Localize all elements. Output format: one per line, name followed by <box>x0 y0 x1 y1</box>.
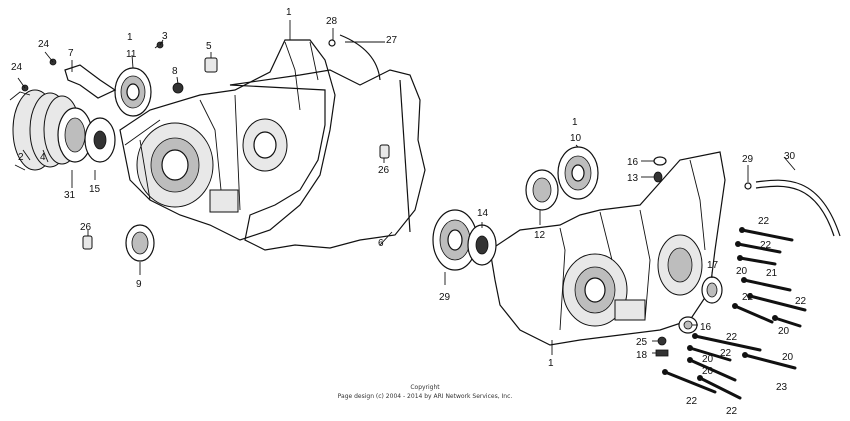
copyright-line: Page design (c) 2004 - 2014 by ARI Netwo… <box>338 393 513 400</box>
crankshaft-bearing-left <box>114 67 152 117</box>
callout-9: 9 <box>136 279 142 290</box>
callout-29: 29 <box>439 292 451 303</box>
callout-22: 22 <box>760 240 772 251</box>
callout-10: 10 <box>570 133 582 144</box>
right-crankcase-gasket <box>229 69 426 251</box>
callout-labels: 1 28 27 3 1 11 5 24 7 24 8 2 4 31 15 26 … <box>11 7 807 417</box>
small-parts-right <box>653 156 841 357</box>
callout-7: 7 <box>68 48 74 59</box>
bolt-set-22 <box>662 227 807 400</box>
callout-22: 22 <box>742 292 754 303</box>
callout-26: 26 <box>80 222 92 233</box>
callout-5: 5 <box>206 41 212 52</box>
bearing-29 <box>432 209 478 271</box>
callout-12: 12 <box>534 230 546 241</box>
callout-3: 3 <box>162 31 168 42</box>
leader-lines <box>17 20 796 355</box>
callout-28: 28 <box>326 16 338 27</box>
left-crankcase-half <box>489 151 726 346</box>
callout-21: 21 <box>766 268 778 279</box>
callout-22: 22 <box>795 296 807 307</box>
bearing-10 <box>557 146 599 200</box>
callout-17: 17 <box>707 260 719 271</box>
callout-1: 1 <box>548 358 554 369</box>
callout-29: 29 <box>742 154 754 165</box>
callout-4: 4 <box>40 152 46 163</box>
callout-22: 22 <box>726 406 738 417</box>
callout-27: 27 <box>386 35 398 46</box>
callout-1: 1 <box>127 32 133 43</box>
bearing-holder-stack <box>9 89 116 171</box>
callout-15: 15 <box>89 184 101 195</box>
oil-seal-small <box>125 224 155 262</box>
callout-22: 22 <box>686 396 698 407</box>
callout-18: 18 <box>636 350 648 361</box>
callout-24: 24 <box>38 39 50 50</box>
callout-8: 8 <box>172 66 178 77</box>
callout-25: 25 <box>636 337 648 348</box>
callout-24: 24 <box>11 62 23 73</box>
callout-20: 20 <box>702 366 714 377</box>
callout-11: 11 <box>126 49 137 60</box>
callout-2: 2 <box>18 152 24 163</box>
callout-6: 6 <box>378 238 384 249</box>
callout-22: 22 <box>720 348 732 359</box>
oil-seal-14 <box>467 224 497 266</box>
callout-23: 23 <box>776 382 788 393</box>
callout-16: 16 <box>700 322 712 333</box>
callout-20: 20 <box>736 266 748 277</box>
callout-16: 16 <box>627 157 639 168</box>
callout-31: 31 <box>64 190 76 201</box>
callout-13: 13 <box>627 173 639 184</box>
callout-22: 22 <box>726 332 738 343</box>
callout-30: 30 <box>784 151 796 162</box>
bearing-12 <box>525 169 559 211</box>
callout-20: 20 <box>702 354 714 365</box>
callout-22: 22 <box>758 216 770 227</box>
callout-1: 1 <box>572 117 578 128</box>
copyright-notice: Copyright Page design (c) 2004 - 2014 by… <box>338 384 513 400</box>
oil-seal-17 <box>701 276 723 304</box>
right-crankcase-half <box>119 39 336 241</box>
copyright-line: Copyright <box>410 384 440 391</box>
plate-7 <box>64 64 117 99</box>
callout-20: 20 <box>782 352 794 363</box>
callout-1: 1 <box>286 7 292 18</box>
callout-20: 20 <box>778 326 790 337</box>
callout-26: 26 <box>378 165 390 176</box>
callout-14: 14 <box>477 208 489 219</box>
